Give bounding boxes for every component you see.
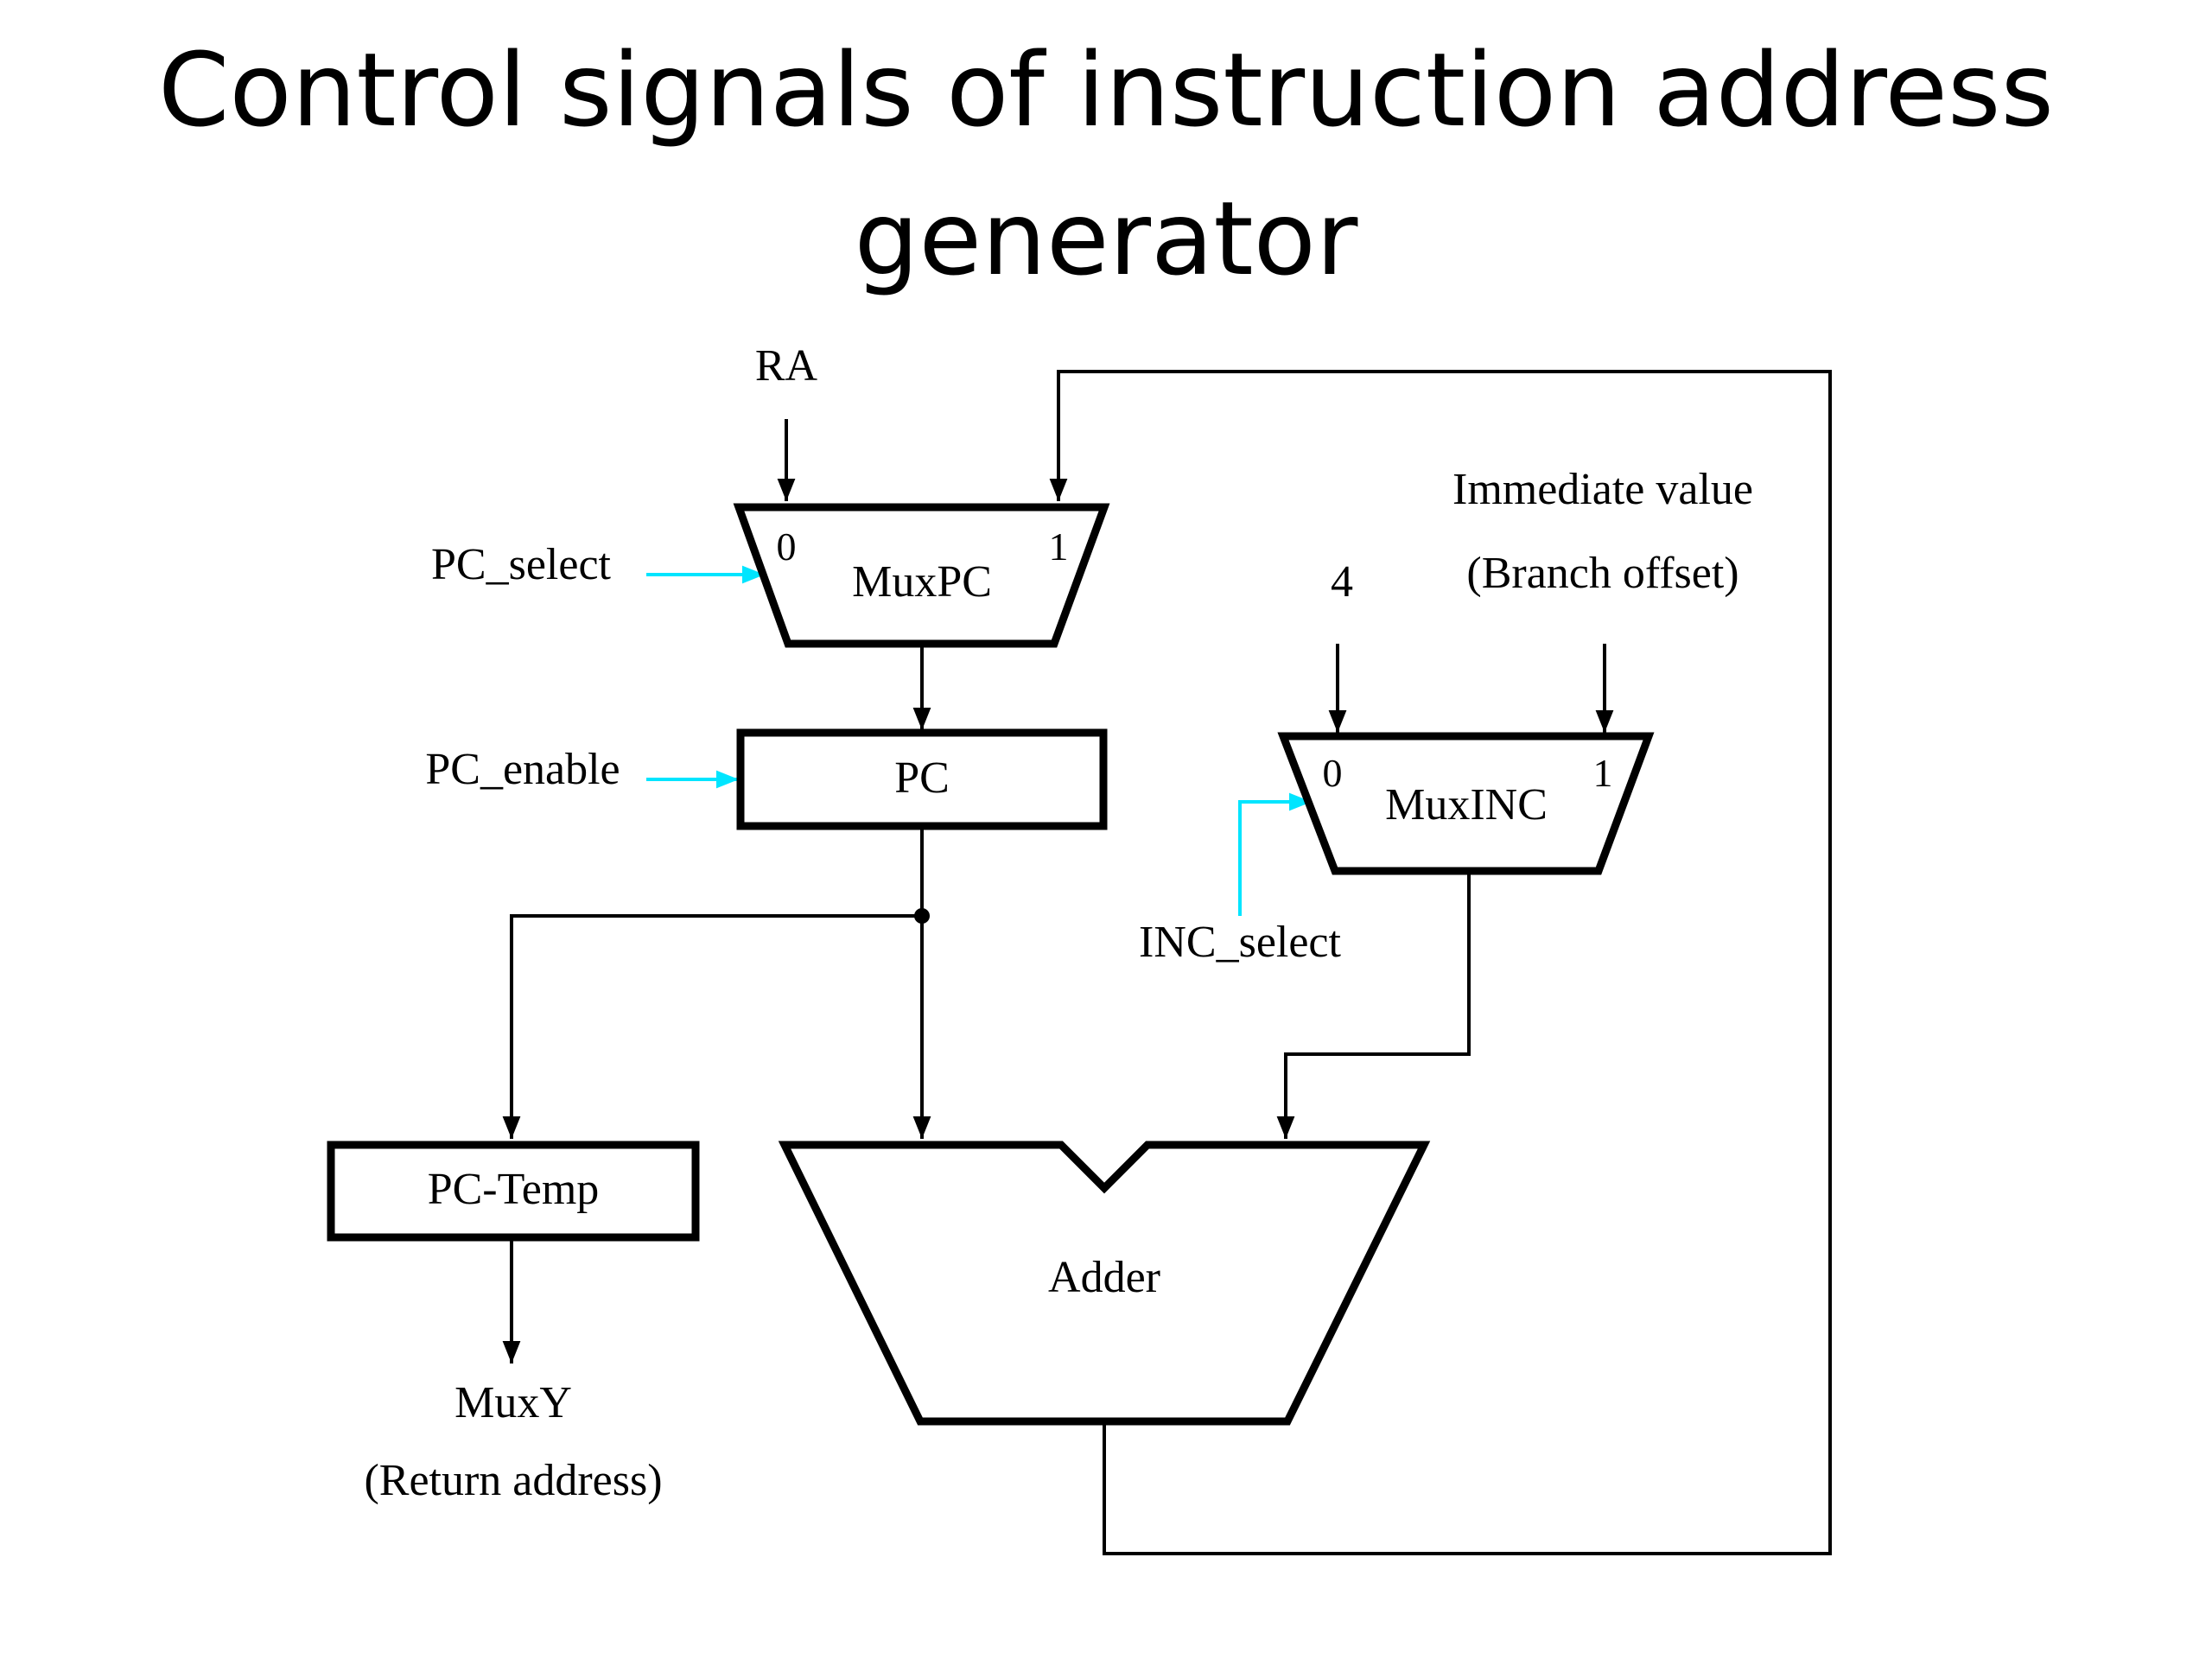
slide-title-line-2: generator	[854, 179, 1358, 298]
pc-register: PC	[736, 728, 1108, 830]
pc-select-label: PC_select	[431, 540, 612, 589]
four-input-label: 4	[1331, 557, 1353, 607]
pc-temp-register: PC-Temp	[327, 1141, 700, 1242]
pc-enable-label: PC_enable	[425, 745, 620, 794]
branch-offset-label: (Branch offset)	[1466, 549, 1738, 598]
mux-pc-label: MuxPC	[852, 557, 992, 607]
adder-label: Adder	[1048, 1253, 1160, 1302]
wire-muxinc-to-adder	[1276, 873, 1471, 1139]
slide-title-line-1: Control signals of instruction address	[158, 30, 2054, 149]
mux-inc-input-1-label: 1	[1593, 751, 1613, 795]
adder: Adder	[778, 1141, 1431, 1426]
mux-pc-shape	[733, 503, 1110, 648]
mux-inc: MuxINC 0 1	[1277, 732, 1655, 875]
muxy-output-label: MuxY	[454, 1378, 572, 1427]
wire-junction-dot	[914, 908, 930, 924]
mux-pc-input-0-label: 0	[777, 524, 797, 569]
wire-pc-to-pc-temp	[502, 914, 922, 1139]
return-address-label: (Return address)	[364, 1456, 662, 1505]
mux-inc-shape	[1277, 732, 1655, 875]
ra-input-label: RA	[755, 341, 818, 391]
control-signal-arrows	[646, 565, 1312, 916]
pc-temp-register-shape	[327, 1141, 700, 1242]
wire-adder-feedback-loop	[1049, 370, 1832, 1555]
pc-temp-register-label: PC-Temp	[428, 1165, 600, 1214]
slide-title: Control signals of instruction address g…	[0, 16, 2212, 313]
mux-inc-label: MuxINC	[1385, 780, 1548, 830]
pc-register-shape	[736, 728, 1108, 830]
inc-select-arrow	[1238, 792, 1312, 916]
mux-pc-input-1-label: 1	[1049, 524, 1069, 569]
inc-select-label: INC_select	[1139, 918, 1341, 967]
mux-pc: MuxPC 0 1	[733, 503, 1110, 648]
immediate-value-label: Immediate value	[1452, 465, 1753, 514]
adder-shape	[778, 1141, 1431, 1426]
wires	[502, 370, 1832, 1555]
mux-inc-input-0-label: 0	[1323, 751, 1343, 795]
pc-register-label: PC	[894, 753, 950, 803]
